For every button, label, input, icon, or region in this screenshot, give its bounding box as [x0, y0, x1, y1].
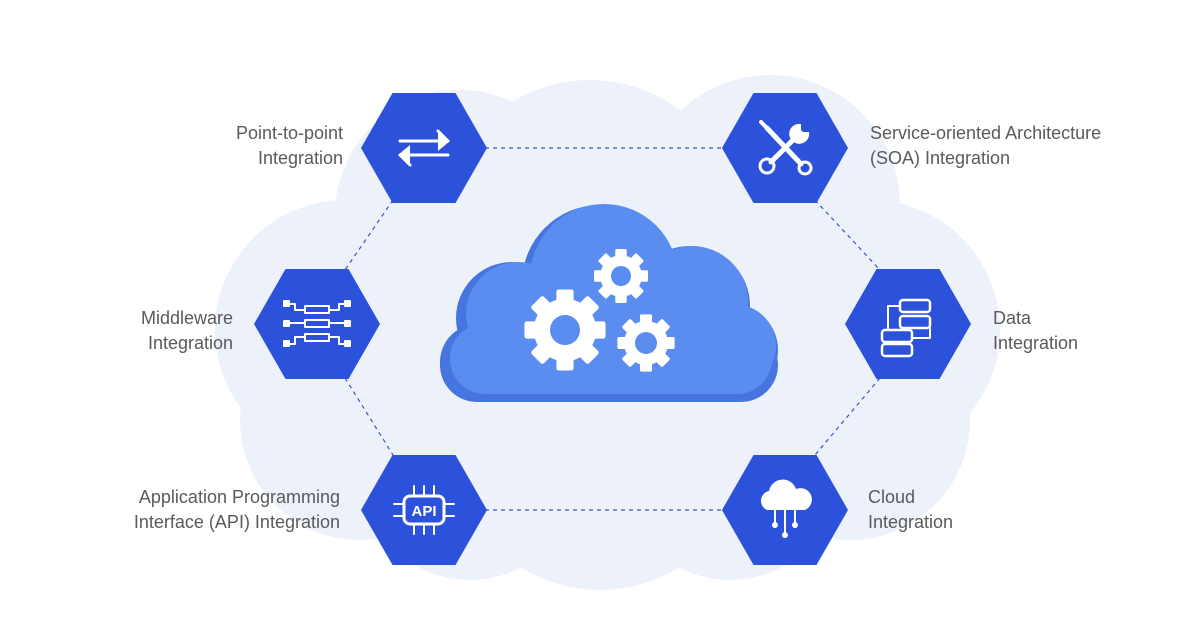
hexagon-middleware	[254, 269, 380, 379]
database-icon	[880, 298, 932, 358]
label-line: Middleware	[140, 308, 233, 328]
label-data: Data Integration	[993, 306, 1078, 356]
hexagon-data	[845, 269, 971, 379]
label-api: Application Programming Interface (API) …	[134, 485, 340, 535]
api-chip-text: API	[411, 503, 436, 520]
label-line: Integration	[993, 333, 1079, 353]
label-line: Data	[993, 308, 1032, 328]
center-cloud-gears-icon	[440, 204, 778, 402]
label-cloud: Cloud Integration	[868, 485, 953, 535]
api-chip-icon	[393, 485, 455, 535]
arrows-exchange-icon	[398, 129, 450, 167]
tools-icon	[758, 120, 813, 176]
label-line: (SOA) Integration	[870, 148, 1011, 168]
label-point-to-point: Point-to-point Integration	[236, 121, 343, 171]
label-line: Cloud	[868, 487, 916, 507]
label-line: Service-oriented Architecture	[870, 123, 1102, 143]
label-soa: Service-oriented Architecture (SOA) Inte…	[870, 121, 1101, 171]
connector-lines	[344, 147, 881, 511]
hexagon-api	[361, 455, 487, 565]
middleware-icon	[283, 300, 351, 347]
connector-data-cloud	[814, 377, 881, 456]
label-line: Integration	[147, 333, 233, 353]
label-middleware: Middleware Integration	[141, 306, 233, 356]
connector-middleware-api	[344, 377, 394, 456]
gears-icon	[524, 248, 675, 372]
connector-p2p-middleware	[344, 199, 394, 271]
label-line: Interface (API) Integration	[133, 512, 340, 532]
hexagon-p2p	[361, 93, 487, 203]
label-line: Application Programming	[138, 487, 340, 507]
label-line: Point-to-point	[235, 123, 343, 143]
cloud-network-icon	[760, 479, 812, 538]
label-line: Integration	[868, 512, 954, 532]
label-line: Integration	[257, 148, 343, 168]
